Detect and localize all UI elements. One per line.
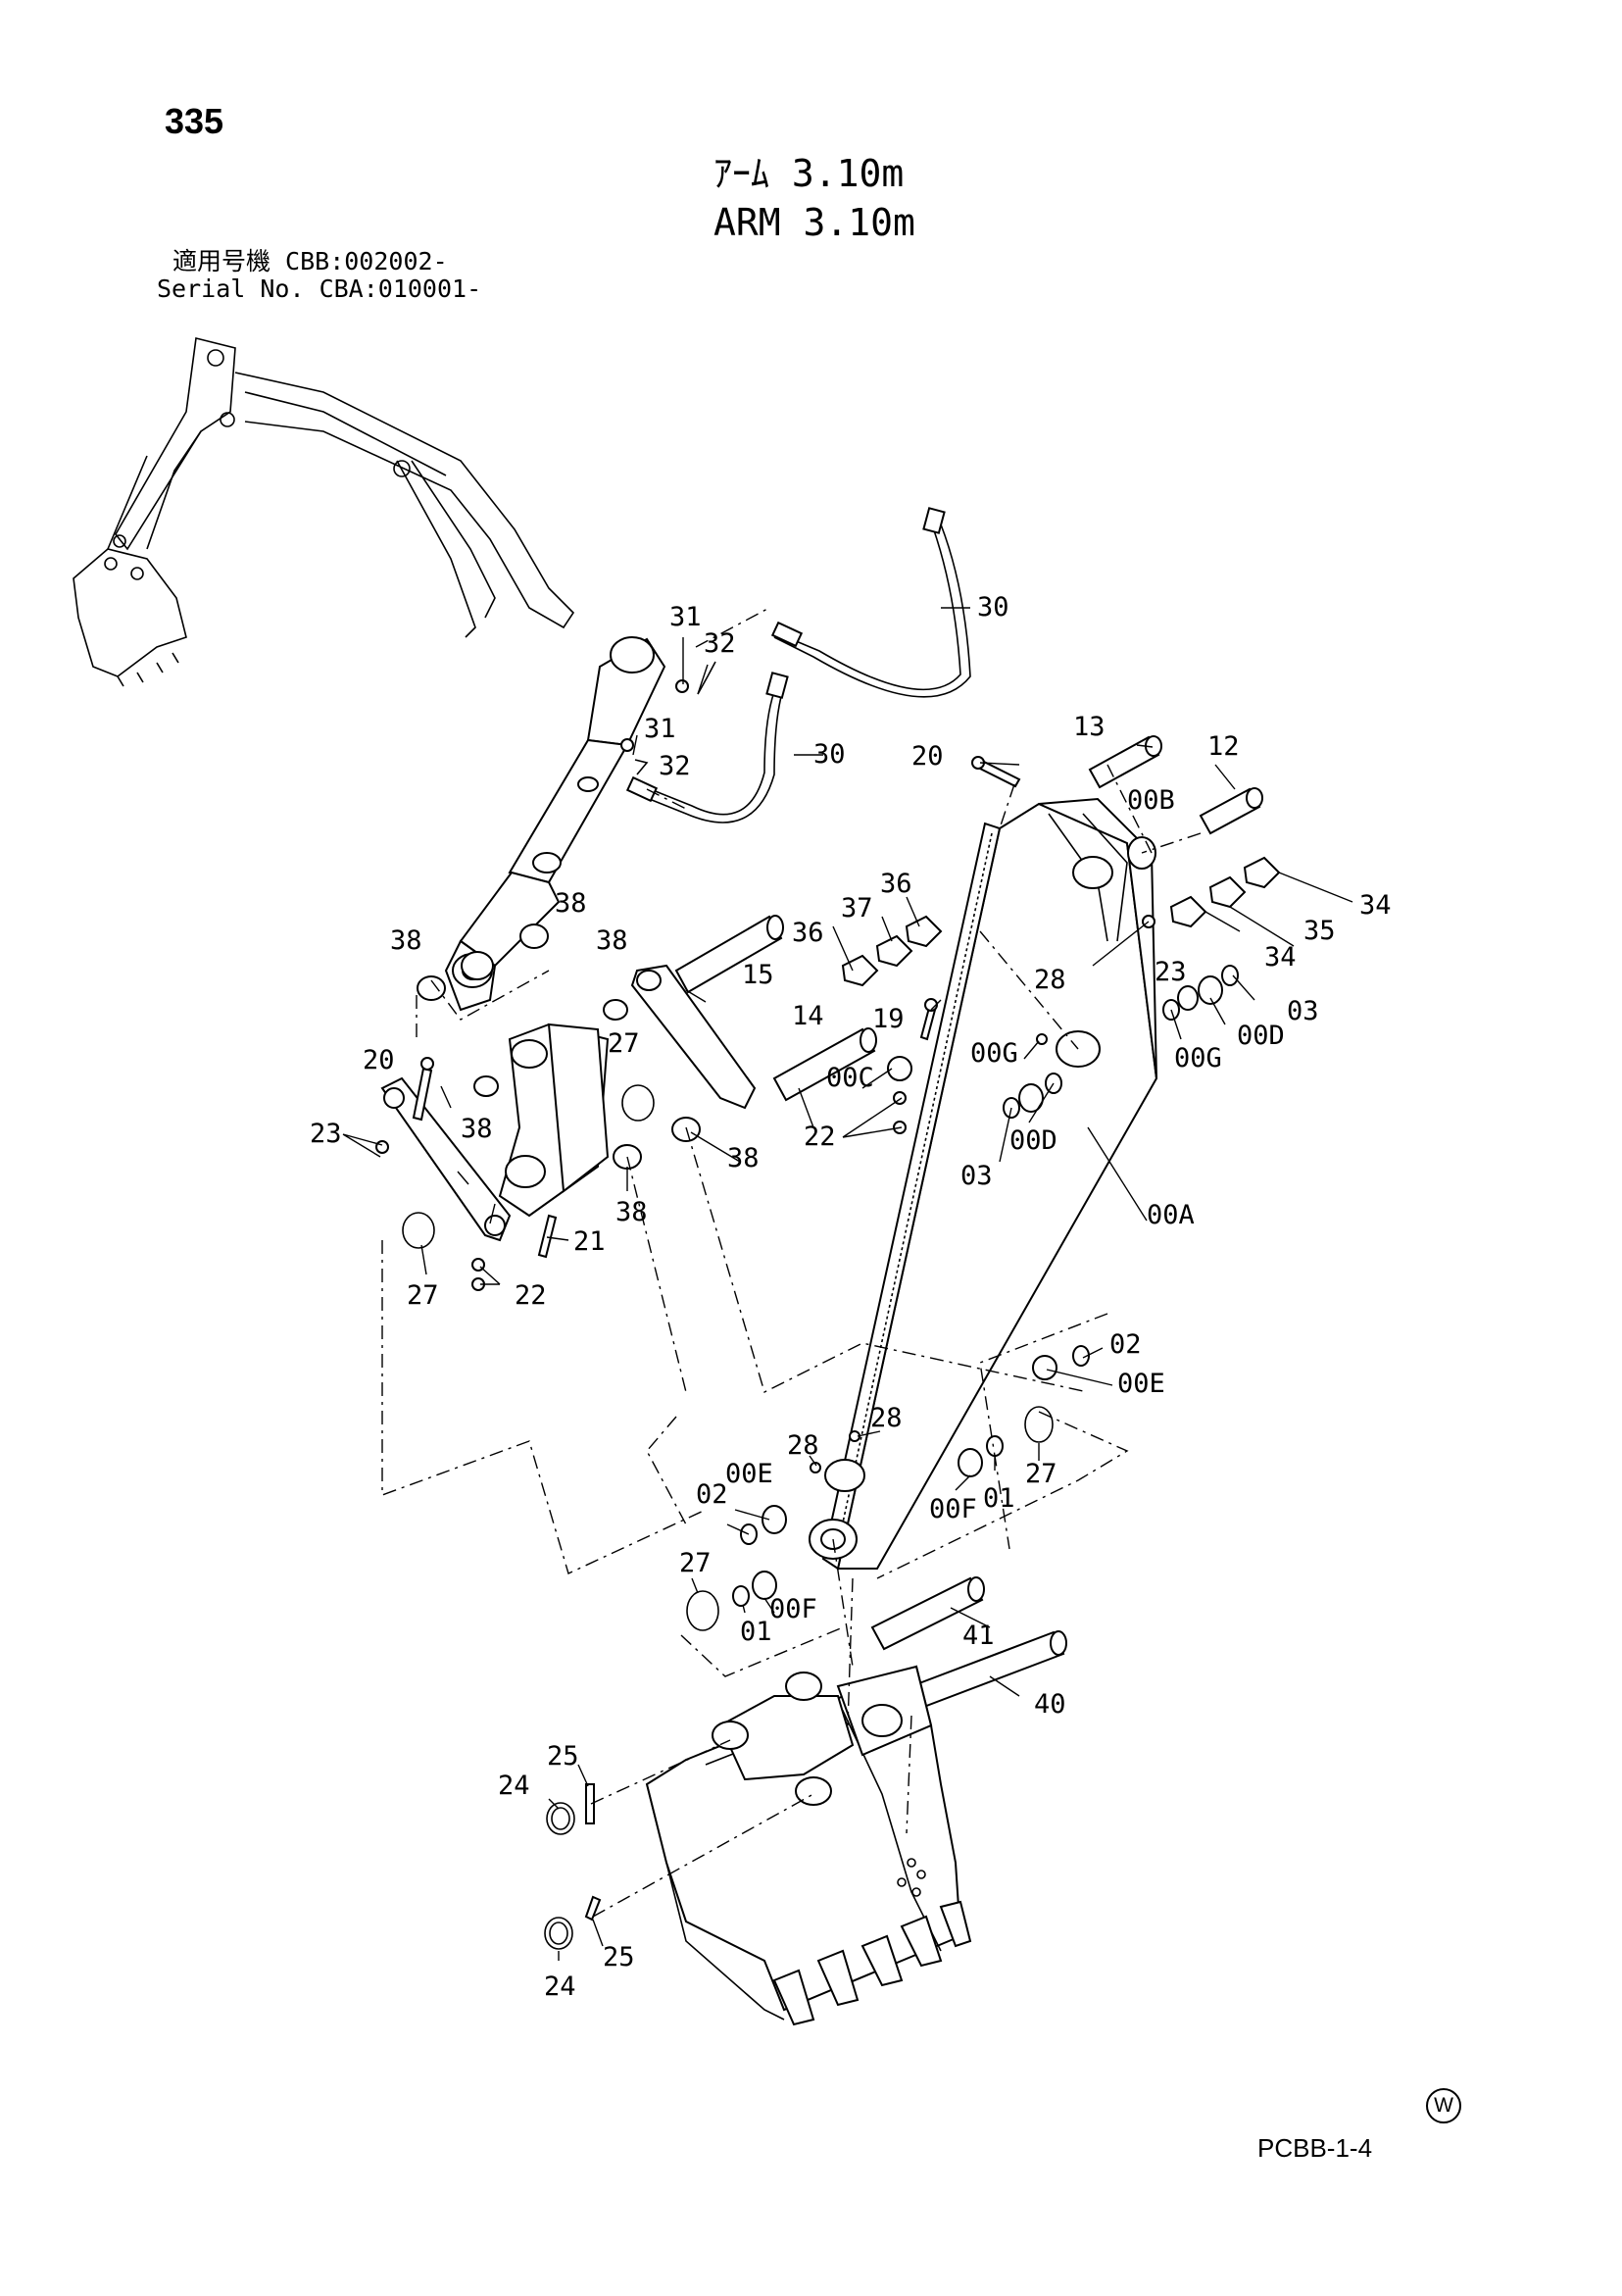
callout-02-right: 02 — [1109, 1329, 1142, 1360]
callout-27-left: 27 — [407, 1280, 439, 1311]
callout-00G-left: 00G — [970, 1038, 1018, 1069]
callout-02-left: 02 — [696, 1479, 728, 1510]
callout-14: 14 — [792, 1001, 824, 1031]
callout-03-left: 03 — [960, 1161, 993, 1191]
callout-28-left: 28 — [787, 1430, 819, 1461]
callout-00E-left: 00E — [725, 1459, 773, 1489]
hydraulic-hoses — [625, 507, 971, 824]
callout-20-link: 20 — [363, 1045, 395, 1075]
callout-32-upper: 32 — [704, 628, 736, 659]
callout-25-lower: 25 — [603, 1942, 635, 1972]
bucket-links — [380, 964, 757, 1242]
callout-38-d: 38 — [461, 1114, 493, 1144]
bucket-rings — [544, 1783, 602, 1950]
callout-40: 40 — [1034, 1689, 1066, 1720]
callout-23-arm: 23 — [1155, 957, 1187, 987]
callout-28-right: 28 — [870, 1403, 903, 1433]
callout-12: 12 — [1207, 731, 1240, 762]
callout-13: 13 — [1073, 712, 1106, 742]
bucket — [645, 1665, 972, 2026]
callout-00F-right: 00F — [929, 1494, 977, 1524]
serial-range-japanese: 適用号機 CBB:002002- — [172, 247, 448, 275]
callout-37: 37 — [841, 893, 873, 923]
assembly-guide-lines — [381, 607, 1202, 1918]
callout-27-upper: 27 — [608, 1028, 640, 1059]
page-number: 335 — [165, 101, 224, 141]
callout-38-b: 38 — [390, 925, 422, 956]
callout-01-right: 01 — [983, 1483, 1015, 1514]
callout-32-lower: 32 — [659, 751, 691, 781]
callout-38-e: 38 — [727, 1143, 760, 1173]
callout-28-upper: 28 — [1034, 965, 1066, 995]
callout-23-link: 23 — [310, 1119, 342, 1149]
callout-00F-left: 00F — [769, 1594, 817, 1624]
drawing-code: PCBB-1-4 — [1257, 2133, 1373, 2163]
callout-22-lower: 22 — [515, 1280, 547, 1311]
callout-24-upper: 24 — [498, 1771, 530, 1801]
callout-00E-right: 00E — [1117, 1369, 1165, 1399]
callout-00D-left: 00D — [1009, 1125, 1057, 1156]
callout-00C: 00C — [826, 1063, 874, 1093]
callout-41: 41 — [962, 1621, 995, 1651]
callout-31-lower: 31 — [644, 714, 676, 744]
callout-27-right: 27 — [1025, 1459, 1057, 1489]
callout-22-upper: 22 — [804, 1122, 836, 1152]
pins — [674, 735, 1263, 1710]
callout-00B: 00B — [1127, 785, 1175, 816]
callout-21: 21 — [573, 1226, 606, 1257]
cylinder-bolts — [620, 661, 716, 775]
title-english: ARM 3.10m — [713, 201, 915, 244]
callout-03-right: 03 — [1287, 996, 1319, 1026]
callout-36-right: 36 — [880, 869, 912, 899]
callout-00D-right: 00D — [1237, 1021, 1285, 1051]
callout-36-left: 36 — [792, 918, 824, 948]
washers-and-rings — [402, 856, 1281, 1249]
arm-body — [809, 797, 1158, 1571]
callout-15: 15 — [742, 960, 774, 990]
callout-19: 19 — [872, 1004, 905, 1034]
callout-25-upper: 25 — [547, 1741, 579, 1772]
overview-inset — [73, 337, 575, 687]
callout-00A: 00A — [1147, 1200, 1195, 1230]
callout-labels: 31 32 30 31 32 30 20 13 12 00B 34 35 34 … — [310, 592, 1392, 2002]
leader-lines — [342, 607, 1353, 1961]
callout-31-upper: 31 — [669, 602, 702, 632]
callout-27-lower: 27 — [679, 1548, 712, 1578]
callout-30-lower: 30 — [813, 739, 846, 770]
callout-30-upper: 30 — [977, 592, 1009, 623]
callout-34-left: 34 — [1264, 942, 1297, 973]
callout-00G-right: 00G — [1174, 1043, 1222, 1073]
w-mark-icon: W — [1426, 2088, 1461, 2123]
callout-20-arm: 20 — [911, 741, 944, 772]
bolts-nuts — [375, 756, 1155, 1473]
callout-38-f: 38 — [615, 1197, 648, 1227]
title-japanese: ｱｰﾑ 3.10m — [713, 152, 905, 195]
callout-38-a: 38 — [555, 888, 587, 919]
serial-range-english: Serial No. CBA:010001- — [157, 275, 482, 303]
callout-24-lower: 24 — [544, 1972, 576, 2002]
callout-35: 35 — [1303, 916, 1336, 946]
callout-01-left: 01 — [740, 1617, 772, 1647]
callout-38-c: 38 — [596, 925, 628, 956]
callout-34-right: 34 — [1359, 890, 1392, 921]
